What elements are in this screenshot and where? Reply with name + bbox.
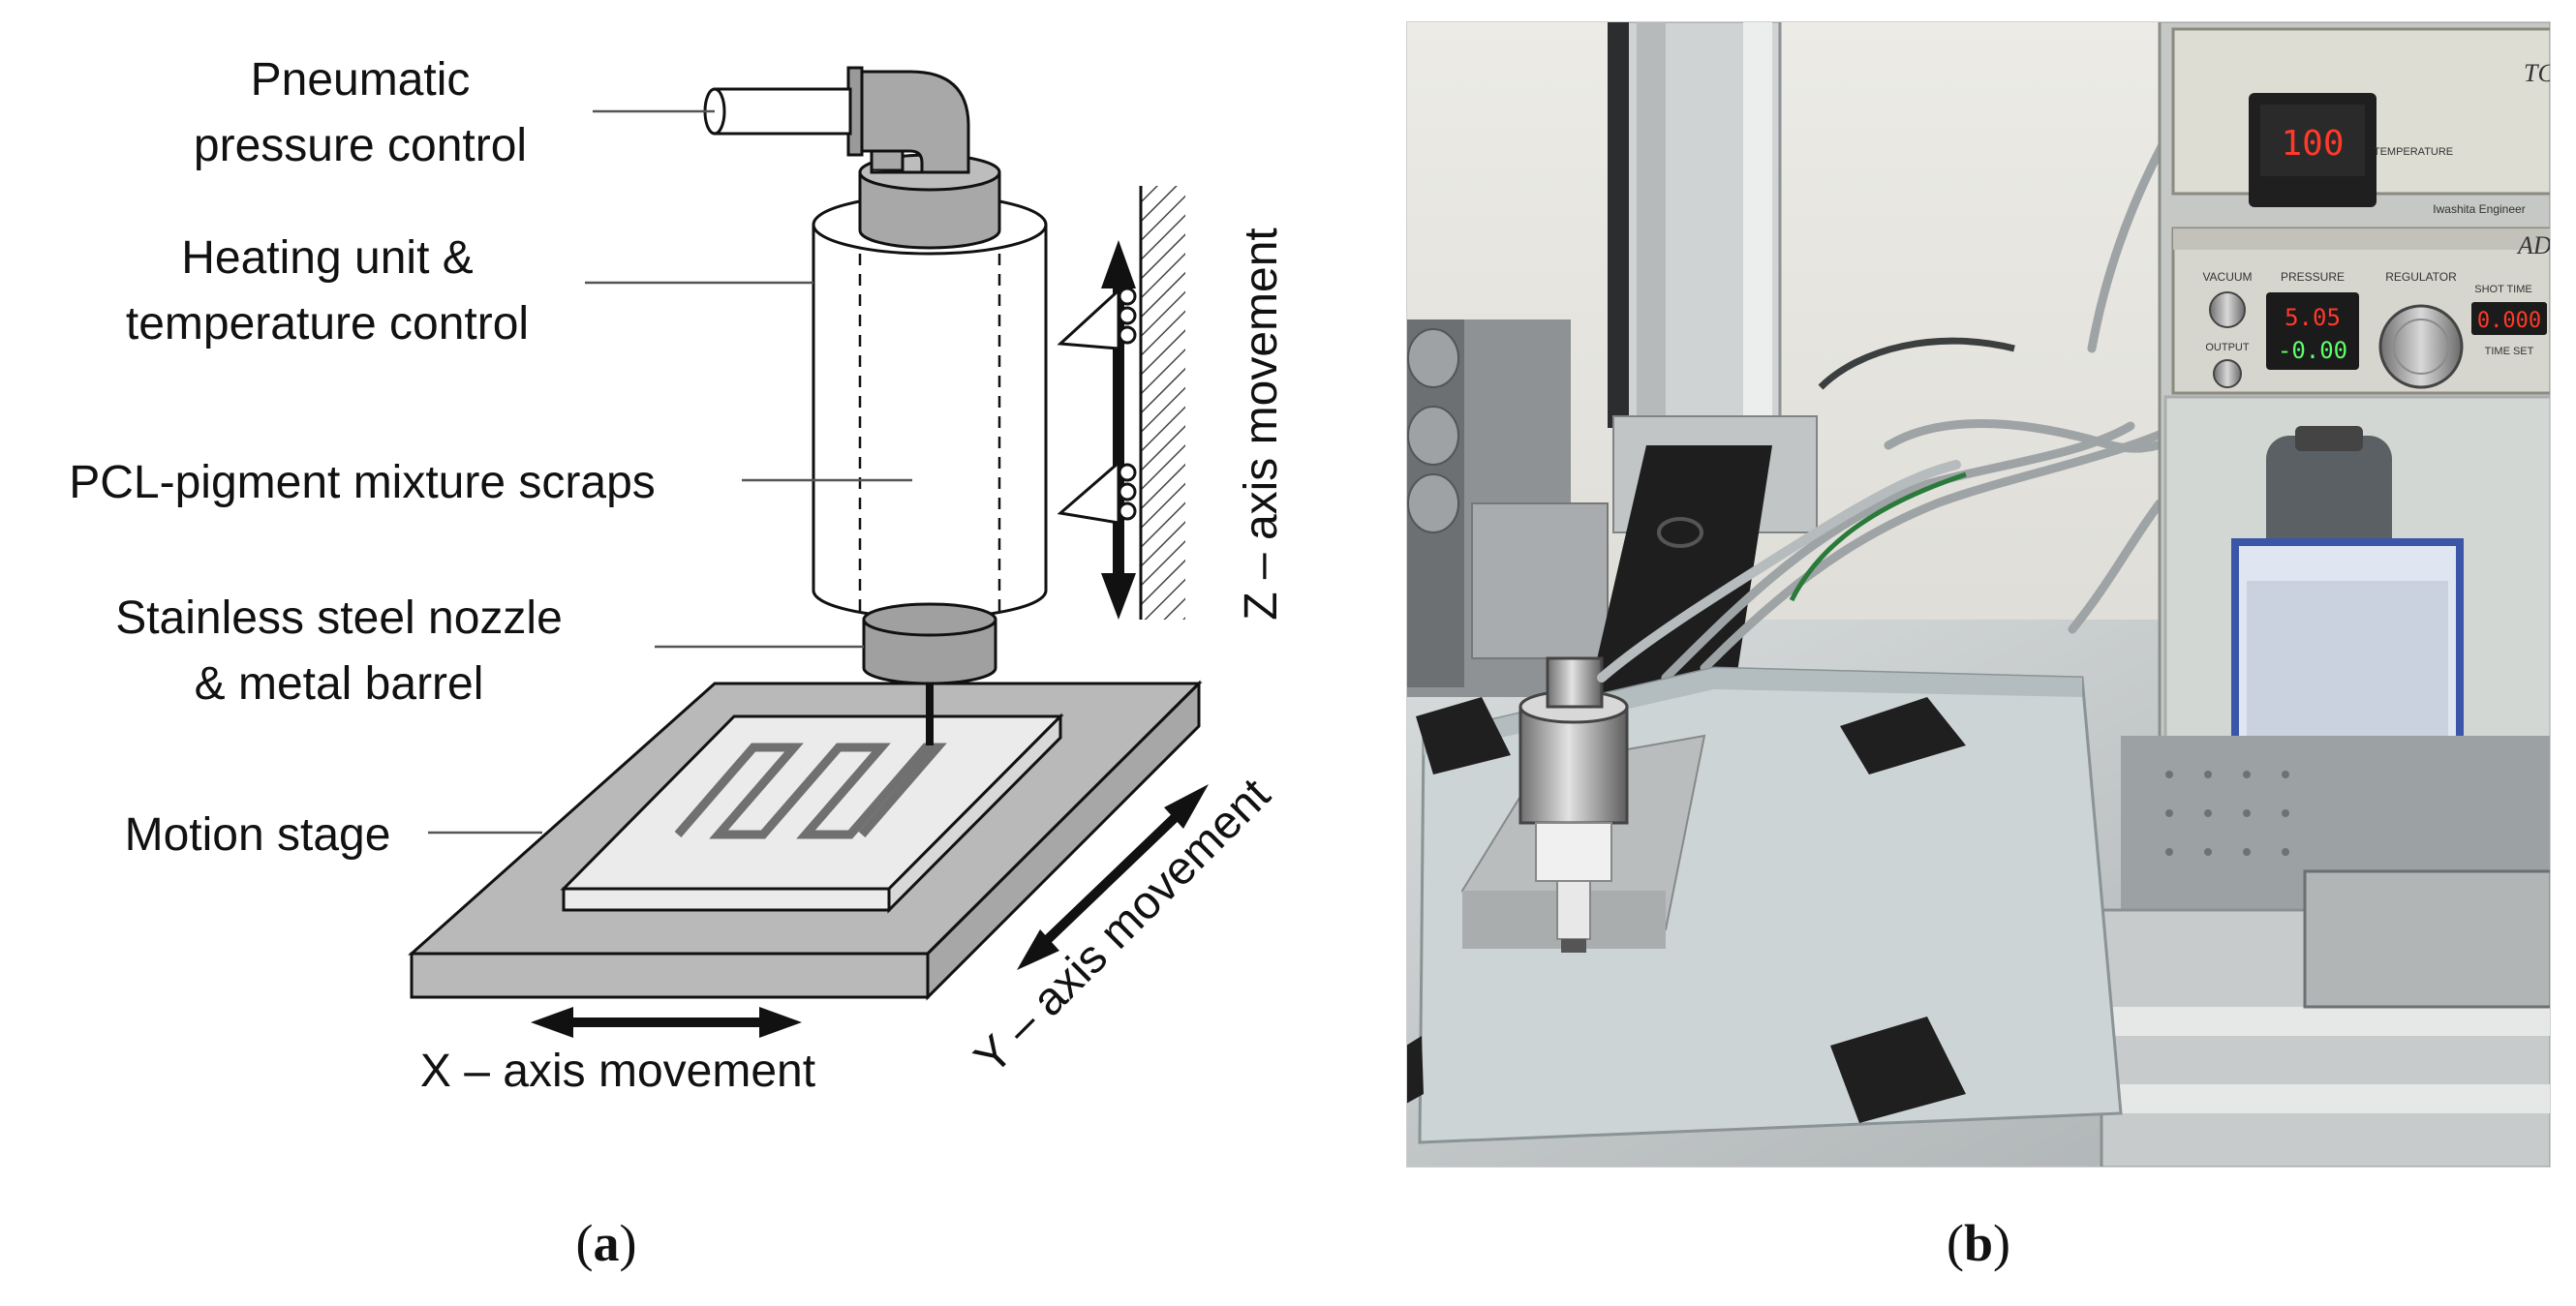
photo-pressure-label: PRESSURE bbox=[2281, 270, 2345, 284]
pneumatic-elbow-pipe bbox=[703, 66, 970, 174]
label-pneumatic-line2: pressure control bbox=[194, 120, 527, 171]
photo-output-label: OUTPUT bbox=[2205, 342, 2250, 353]
printed-serpentine-pattern bbox=[674, 743, 947, 839]
photo-pressure-low-display: -0.00 bbox=[2278, 337, 2347, 364]
label-heating-line2: temperature control bbox=[126, 298, 529, 349]
caption-a-letter: a bbox=[594, 1214, 620, 1272]
label-motion-stage: Motion stage bbox=[125, 809, 391, 861]
heating-cylinder bbox=[812, 194, 1048, 620]
photo-temperature-tag: TEMPERATURE bbox=[2374, 146, 2453, 158]
label-nozzle-line1: Stainless steel nozzle bbox=[115, 592, 563, 644]
label-z-axis: Z – axis movement bbox=[1236, 228, 1287, 620]
photo-time-set-label: TIME SET bbox=[2485, 346, 2534, 357]
photo-shot-time-label: SHOT TIME bbox=[2474, 284, 2532, 295]
roller-carriage-lower bbox=[1057, 459, 1137, 525]
nozzle-collar bbox=[862, 602, 997, 685]
photo-temperature-display: 100 bbox=[2281, 124, 2344, 164]
label-x-axis: X – axis movement bbox=[420, 1046, 815, 1097]
photo-steel-tray bbox=[2303, 869, 2551, 1009]
label-nozzle-line2: & metal barrel bbox=[195, 658, 484, 710]
photo-clamp-1 bbox=[1416, 697, 1511, 774]
caption-b: (b) bbox=[1947, 1214, 2010, 1272]
x-axis-arrow bbox=[531, 1007, 802, 1038]
caption-a: (a) bbox=[576, 1214, 637, 1272]
leader-lines bbox=[428, 109, 912, 835]
photo-top-brand: TC bbox=[2524, 59, 2555, 87]
photo-black-arm bbox=[1588, 445, 1772, 697]
photo-shot-time-display: 0.000 bbox=[2477, 309, 2541, 333]
roller-carriage-upper bbox=[1057, 287, 1137, 350]
caption-b-letter: b bbox=[1964, 1214, 1993, 1272]
z-axis-guide-wall bbox=[1141, 186, 1185, 620]
photo-clamp-3 bbox=[1830, 1017, 1966, 1123]
y-axis-arrow bbox=[1017, 784, 1209, 970]
photo-clamp-4 bbox=[1406, 1036, 1424, 1104]
photo-vacuum-label: VACUUM bbox=[2202, 270, 2252, 284]
label-mixture: PCL-pigment mixture scraps bbox=[69, 457, 656, 508]
photo-clamp-2 bbox=[1840, 697, 1966, 774]
schematic-panel: Pneumatic pressure control Heating unit … bbox=[69, 54, 1287, 1272]
photo-pressure-display: 5.05 bbox=[2285, 304, 2341, 331]
label-heating-line1: Heating unit & bbox=[181, 232, 474, 284]
label-pneumatic-line1: Pneumatic bbox=[251, 54, 471, 106]
photo-front-brand: AD bbox=[2516, 231, 2552, 259]
photo-nozzle-assembly bbox=[1518, 656, 1629, 953]
photo-panel: 100 TEMPERATURE TC Iwashita Engineer AD … bbox=[1406, 21, 2555, 1272]
photo-top-maker: Iwashita Engineer bbox=[2433, 202, 2525, 216]
photo-regulator-label: REGULATOR bbox=[2385, 270, 2457, 284]
substrate-plate bbox=[560, 713, 1064, 914]
